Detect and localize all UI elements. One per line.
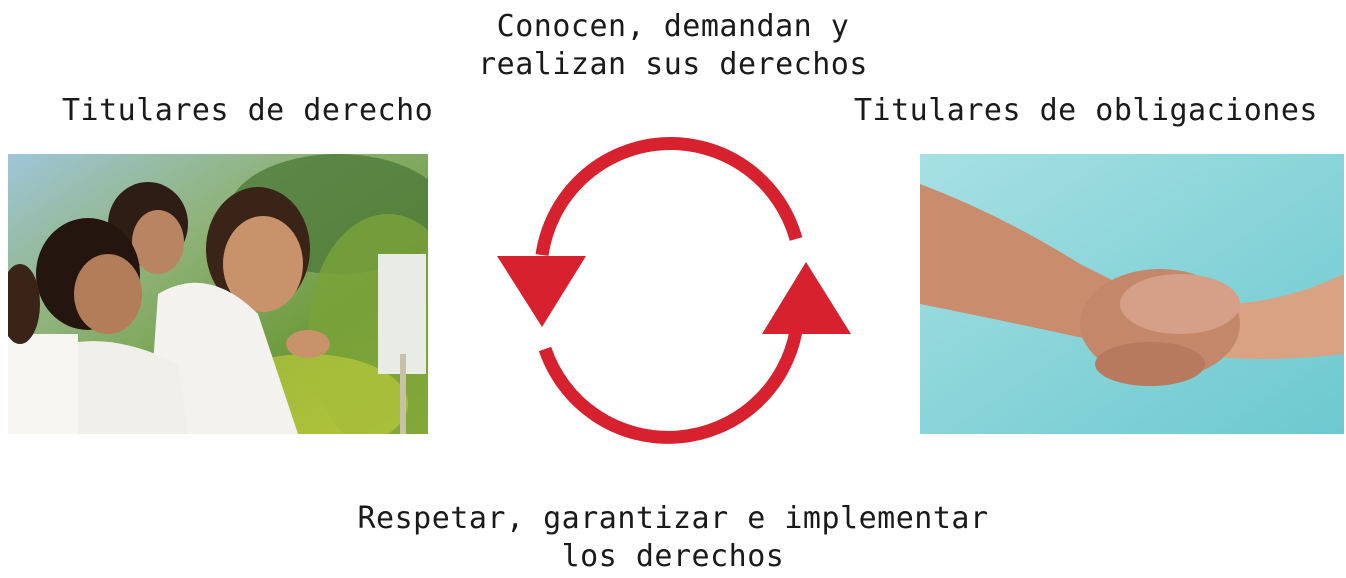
bottom-caption-line-2: los derechos <box>561 539 785 574</box>
bottom-arc-arrow <box>538 262 851 444</box>
right-title: Titulares de obligaciones <box>853 93 1318 128</box>
top-caption-line-1: Conocen, demandan y <box>496 9 850 44</box>
students-photo-illustration <box>8 154 428 434</box>
handshake-photo <box>920 154 1344 434</box>
top-arc-arrow <box>497 137 803 327</box>
bottom-caption-line-1: Respetar, garantizar e implementar <box>357 501 989 536</box>
top-caption-line-2: realizan sus derechos <box>478 47 868 82</box>
top-caption: Conocen, demandan y realizan sus derecho… <box>0 8 1346 84</box>
handshake-photo-illustration <box>920 154 1344 434</box>
bottom-caption: Respetar, garantizar e implementar los d… <box>0 500 1346 576</box>
cycle-arrows-diagram <box>497 137 851 444</box>
left-title: Titulares de derecho <box>62 93 434 128</box>
right-arrowhead <box>762 262 851 334</box>
students-photo <box>8 154 428 434</box>
left-arrowhead <box>497 256 586 327</box>
